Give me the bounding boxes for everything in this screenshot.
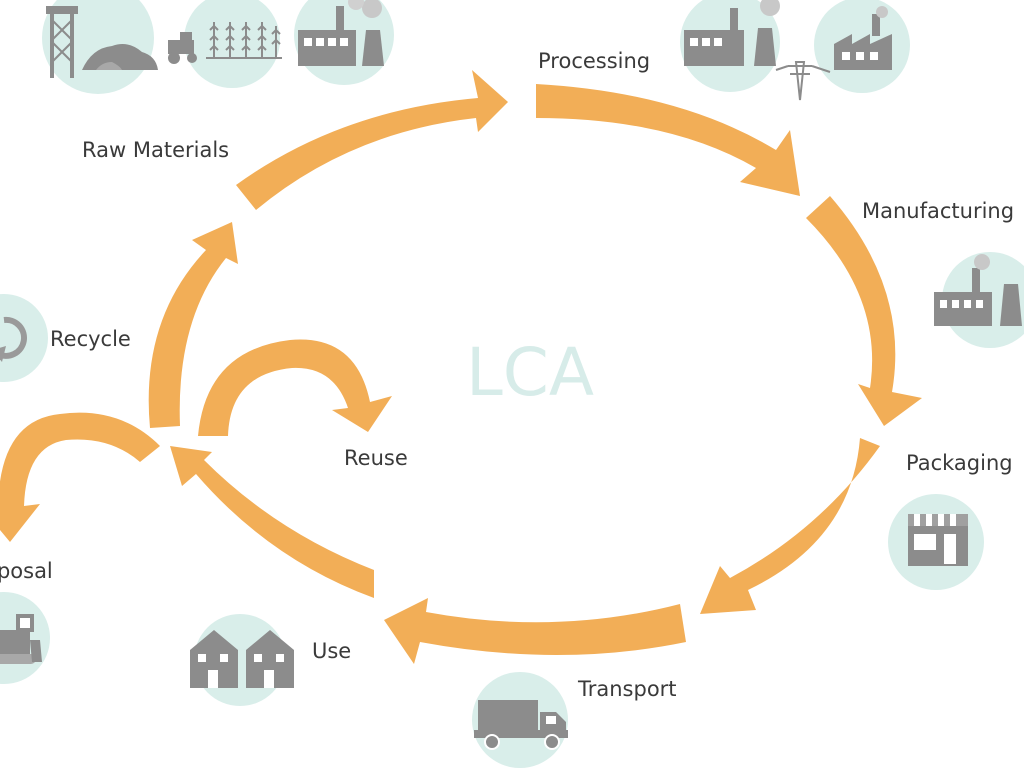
truck-icon (474, 700, 568, 750)
bulldozer-icon (0, 614, 42, 664)
cycle-arrows (0, 70, 922, 664)
tractor-crops-icon (168, 22, 282, 64)
arrow-use-to-junction (170, 446, 374, 598)
label-manufacturing: Manufacturing (862, 199, 1014, 223)
arrow-disposal-loop (0, 412, 160, 542)
label-use: Use (312, 639, 351, 663)
mine-icon (46, 6, 158, 78)
label-packaging: Packaging (906, 451, 1013, 475)
arrow-manufacturing-to-packaging (806, 196, 922, 426)
mine-circle (42, 0, 154, 94)
arrow-raw-to-processing (236, 70, 508, 210)
houses-icon (190, 630, 294, 688)
arrow-reuse-loop (198, 339, 392, 436)
center-label: LCA (466, 334, 594, 411)
arrow-processing-to-manufacturing (536, 84, 800, 196)
manufacturing-factory-icon (934, 254, 1022, 326)
label-reuse: Reuse (344, 446, 408, 470)
arrow-recycle-to-raw (148, 222, 238, 428)
arrow-packaging-to-transport (700, 438, 880, 614)
arrow-transport-to-use (384, 598, 686, 664)
factory-icon (298, 0, 384, 66)
label-disposal: Disposal (0, 559, 53, 583)
crops-circle (184, 0, 280, 88)
label-recycle: Recycle (50, 327, 131, 351)
store-icon (908, 514, 968, 566)
power-plant-icon (684, 0, 831, 101)
industrial-building-icon (834, 6, 892, 70)
label-processing: Processing (538, 49, 650, 73)
label-raw-materials: Raw Materials (82, 138, 229, 162)
label-transport: Transport (577, 677, 677, 701)
recycle-icon (0, 316, 27, 362)
